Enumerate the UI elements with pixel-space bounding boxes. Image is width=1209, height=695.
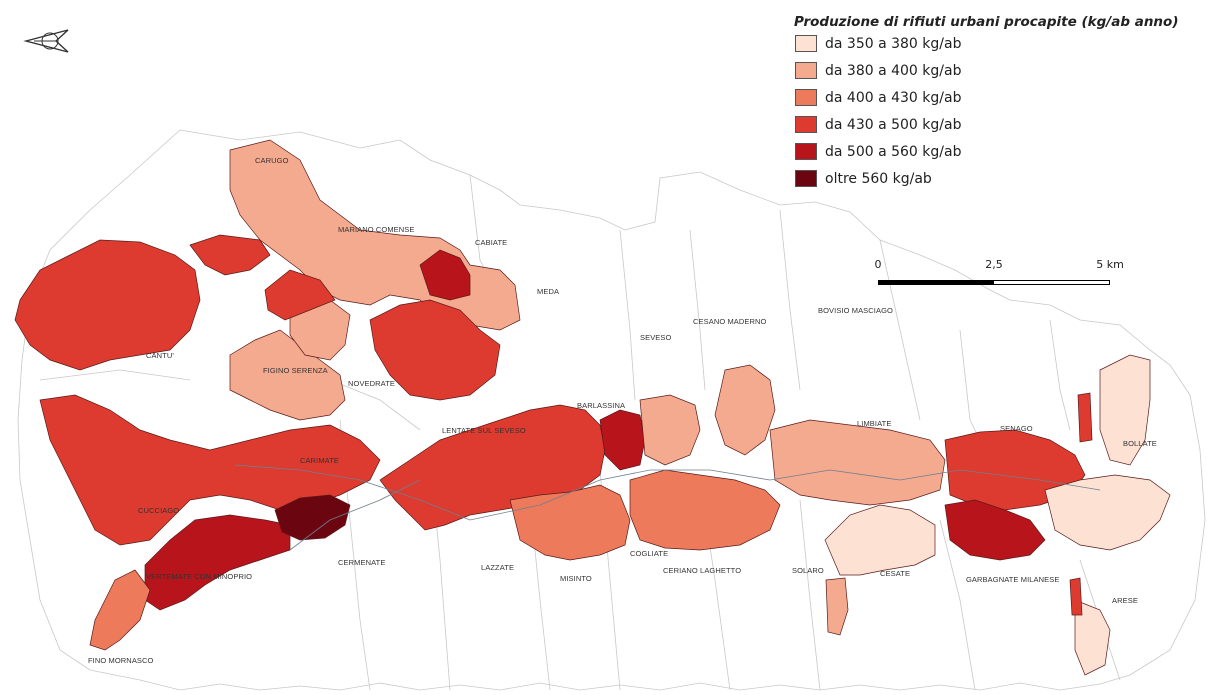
area-mariano-south bbox=[289, 299, 351, 361]
town-label: CARIMATE bbox=[300, 456, 339, 465]
legend-label: da 400 a 430 kg/ab bbox=[825, 89, 962, 106]
area-garbagnate bbox=[944, 499, 1046, 561]
town-label: SEVESO bbox=[640, 333, 672, 342]
legend-item: da 400 a 430 kg/ab bbox=[795, 84, 1179, 111]
river-lines bbox=[234, 464, 1101, 551]
scale-bar: 0 2,5 5 km bbox=[874, 258, 1124, 298]
scale-tick: 5 km bbox=[1096, 258, 1124, 271]
legend-item: oltre 560 kg/ab bbox=[795, 165, 1179, 192]
area-novedrate bbox=[369, 299, 501, 401]
choropleth-layer bbox=[14, 139, 1171, 676]
town-label: COGLIATE bbox=[630, 549, 668, 558]
legend-item: da 350 a 380 kg/ab bbox=[795, 30, 1179, 57]
town-label: BARLASSINA bbox=[577, 401, 625, 410]
area-cantu-north bbox=[189, 234, 271, 276]
area-seveso bbox=[639, 394, 701, 466]
area-fino-mornasco bbox=[89, 569, 151, 651]
legend-item: da 430 a 500 kg/ab bbox=[795, 111, 1179, 138]
legend-title: Produzione di rifiuti urbani procapite (… bbox=[794, 14, 1179, 30]
area-misinto bbox=[509, 484, 631, 561]
town-label: MISINTO bbox=[560, 574, 592, 583]
town-label: ARESE bbox=[1112, 596, 1138, 605]
legend-swatch bbox=[795, 116, 817, 133]
legend-swatch bbox=[795, 89, 817, 106]
area-arese-red bbox=[1069, 577, 1083, 616]
legend-swatch bbox=[795, 62, 817, 79]
legend-label: da 430 a 500 kg/ab bbox=[825, 116, 962, 133]
town-labels: CARUGO MARIANO COMENSE CABIATE MEDA CANT… bbox=[88, 156, 1157, 665]
area-cogliate bbox=[629, 469, 781, 551]
town-label: CESANO MADERNO bbox=[693, 317, 767, 326]
town-label: LIMBIATE bbox=[857, 419, 891, 428]
town-label: CANTU' bbox=[146, 351, 174, 360]
town-label: SOLARO bbox=[792, 566, 824, 575]
legend-label: oltre 560 kg/ab bbox=[825, 170, 932, 187]
town-label: CERMENATE bbox=[338, 558, 385, 567]
legend-swatch bbox=[795, 170, 817, 187]
town-label: FIGINO SERENZA bbox=[263, 366, 328, 375]
legend-label: da 500 a 560 kg/ab bbox=[825, 143, 962, 160]
scale-bar-graphic bbox=[878, 280, 1110, 285]
town-label: CUCCIAGO bbox=[138, 506, 179, 515]
area-bollate-south bbox=[1044, 474, 1171, 551]
town-label: LAZZATE bbox=[481, 563, 514, 572]
town-label: FINO MORNASCO bbox=[88, 656, 154, 665]
municipal-boundaries bbox=[17, 129, 1206, 691]
area-arese bbox=[1074, 599, 1111, 676]
area-bollate-red bbox=[1077, 392, 1093, 443]
town-label: NOVEDRATE bbox=[348, 379, 395, 388]
town-label: VERTEMATE CON MINOPRIO bbox=[146, 572, 252, 581]
area-cermenate bbox=[274, 494, 351, 541]
town-label: BOLLATE bbox=[1123, 439, 1157, 448]
town-label: MEDA bbox=[537, 287, 559, 296]
town-label: CESATE bbox=[880, 569, 910, 578]
legend-item: da 500 a 560 kg/ab bbox=[795, 138, 1179, 165]
compass-icon bbox=[23, 29, 69, 53]
area-solaro bbox=[824, 504, 936, 576]
town-label: CARUGO bbox=[255, 156, 289, 165]
scale-tick: 0 bbox=[874, 258, 882, 271]
legend-swatch bbox=[795, 143, 817, 160]
area-bollate bbox=[1099, 354, 1151, 466]
legend-label: da 380 a 400 kg/ab bbox=[825, 62, 962, 79]
area-solaro-south bbox=[825, 577, 849, 636]
town-label: SENAGO bbox=[1000, 424, 1033, 433]
area-meda-red bbox=[264, 269, 336, 321]
legend-label: da 350 a 380 kg/ab bbox=[825, 35, 962, 52]
area-figino bbox=[229, 329, 346, 421]
town-label: MARIANO COMENSE bbox=[338, 225, 415, 234]
area-limbiate bbox=[769, 419, 946, 506]
scale-tick: 2,5 bbox=[985, 258, 1003, 271]
town-label: LENTATE SUL SEVESO bbox=[442, 426, 526, 435]
area-vertemate bbox=[144, 514, 291, 611]
town-label: GARBAGNATE MILANESE bbox=[966, 575, 1059, 584]
area-cesano bbox=[714, 364, 776, 456]
area-barlassina bbox=[599, 409, 646, 471]
legend: Produzione di rifiuti urbani procapite (… bbox=[794, 14, 1179, 192]
town-label: CERIANO LAGHETTO bbox=[663, 566, 741, 575]
legend-swatch bbox=[795, 35, 817, 52]
area-cabiate bbox=[419, 249, 471, 301]
area-cantu bbox=[14, 239, 201, 371]
town-label: BOVISIO MASCIAGO bbox=[818, 306, 893, 315]
town-label: CABIATE bbox=[475, 238, 507, 247]
legend-item: da 380 a 400 kg/ab bbox=[795, 57, 1179, 84]
